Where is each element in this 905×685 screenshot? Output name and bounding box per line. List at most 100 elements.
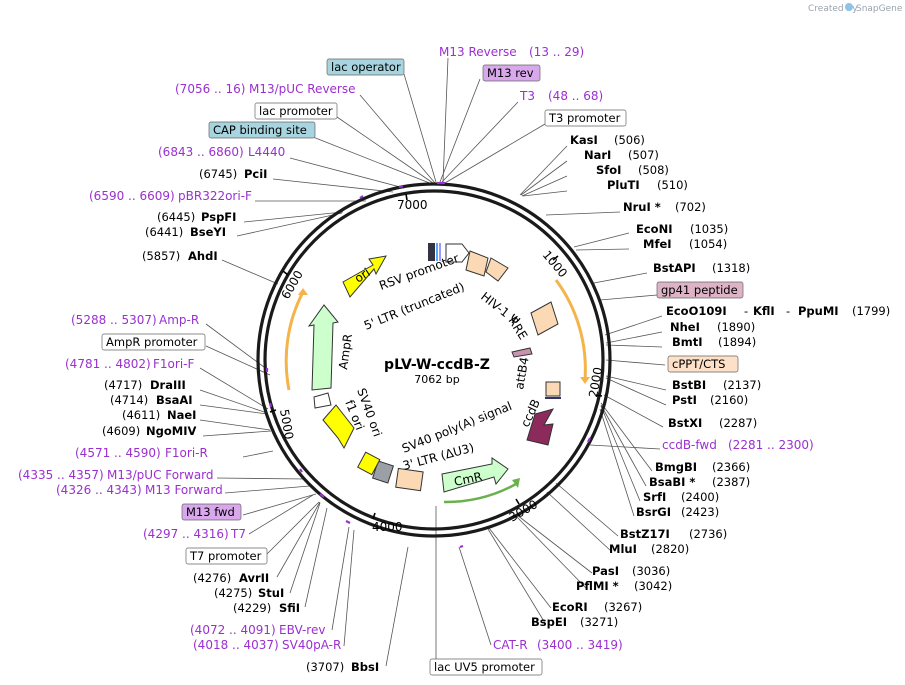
label-pflMI-pos: (3042): [634, 579, 672, 593]
label-pbr322ori: pBR322ori-F: [178, 189, 252, 203]
label-bseYI-pos: (6441): [145, 225, 183, 239]
label-bbsI-pos: (3707): [306, 660, 344, 674]
label-t7-primer-range: (4297 .. 4316): [143, 527, 229, 541]
label-stuI: StuI: [258, 586, 284, 600]
label-l4440: L4440: [248, 145, 285, 159]
label-bstXI: BstXI: [668, 416, 702, 430]
label-naeI: NaeI: [167, 408, 196, 422]
label-ecoO109I-sep: -: [744, 304, 748, 318]
label-sv40pa-r: SV40pA-R: [282, 638, 341, 652]
label-ecoO109I: EcoO109I: [666, 304, 727, 318]
label-pstI-pos: (2160): [710, 393, 748, 407]
label-bsrGI-pos: (2423): [681, 505, 719, 519]
label-kflI: KflI: [753, 304, 775, 318]
label-bstXI-pos: (2287): [719, 416, 757, 430]
label-lacuv5: lac UV5 promoter: [434, 660, 535, 674]
label-ahdI-pos: (5857): [142, 249, 180, 263]
label-sfoI: SfoI: [596, 163, 621, 177]
feature-rre-label: RRE: [505, 314, 530, 342]
label-pspFI-pos: (6445): [157, 210, 195, 224]
label-naeI-pos: (4611): [122, 408, 160, 422]
label-draIII: DraIII: [150, 378, 186, 392]
label-ccdb-fwd: ccdB-fwd: [662, 438, 717, 452]
label-bmtI-pos: (1894): [718, 335, 756, 349]
label-cat-r-range: (3400 .. 3419): [537, 638, 623, 652]
outer-labels: M13 Reverse (13 .. 29) lac operator M13 …: [18, 45, 890, 676]
label-sfoI-pos: (508): [638, 163, 669, 177]
plasmid-size: 7062 bp: [414, 373, 459, 386]
feature-ampr-label: AmpR: [336, 333, 355, 370]
label-m13fwd-feature: M13 fwd: [186, 505, 235, 519]
tick-4000: 4000: [372, 520, 403, 534]
label-bstZ17I: BstZ17I: [620, 527, 670, 541]
label-lac-promoter: lac promoter: [259, 104, 333, 118]
label-cppt: cPPT/CTS: [672, 357, 725, 371]
feature-arc-right-head: [580, 377, 590, 384]
label-bsaAI-pos: (4714): [110, 393, 148, 407]
box-t7-promoter: [185, 547, 268, 565]
label-ecoRI: EcoRI: [552, 600, 588, 614]
label-pstI: PstI: [672, 393, 697, 407]
label-srfI: SrfI: [643, 490, 666, 504]
snapgene-logo-icon: [845, 3, 853, 11]
label-m13puc-fwd-range: (4335 .. 4357): [18, 468, 104, 482]
label-nruI-pos: (702): [675, 200, 706, 214]
label-nheI-pos: (1890): [717, 320, 755, 334]
label-kasI-pos: (506): [614, 133, 645, 147]
label-pciI: PciI: [244, 167, 267, 181]
label-m13puc-rev-range: (7056 .. 16): [175, 82, 245, 96]
label-nheI: NheI: [670, 320, 700, 334]
tick-3000: 3000: [507, 497, 540, 524]
leader-lines: [199, 57, 667, 667]
label-gp41: gp41 peptide: [661, 283, 738, 297]
label-bspEI: BspEI: [531, 615, 567, 629]
label-sv40pa-r-range: (4018 .. 4037): [193, 638, 279, 652]
brand-text: SnapGene: [856, 4, 903, 14]
box-lac-promoter: [254, 102, 338, 120]
label-ampr-promoter: AmpR promoter: [106, 335, 198, 349]
label-lac-operator: lac operator: [331, 60, 401, 74]
label-bbsI: BbsI: [351, 660, 379, 674]
label-f1ori-r-range: (4571 .. 4590): [75, 446, 161, 460]
label-cat-r: CAT-R: [493, 638, 528, 652]
credit-text: Created by: [808, 4, 858, 14]
label-draIII-pos: (4717): [104, 378, 142, 392]
label-ngoMIV-pos: (4609): [102, 424, 140, 438]
label-m13puc-rev: M13/pUC Reverse: [249, 82, 356, 96]
label-bsaBI: BsaBI *: [649, 475, 695, 489]
tick-5000: 5000: [277, 408, 296, 441]
primer-marks: [265, 181, 591, 549]
feature-arc-right: [554, 279, 587, 381]
tick-7000: 7000: [397, 198, 428, 212]
label-pluTI-pos: (510): [657, 178, 688, 192]
label-mluI: MluI: [609, 542, 637, 556]
label-t3-primer: T3: [519, 89, 535, 103]
label-ecoRI-pos: (3267): [604, 600, 642, 614]
label-bstAPI-pos: (1318): [712, 261, 750, 275]
label-kflI-sep: -: [786, 304, 790, 318]
ruler-ticks: [269, 193, 603, 520]
label-bmtI: BmtI: [672, 335, 703, 349]
feature-shapes: [307, 243, 561, 493]
label-narI: NarI: [584, 148, 611, 162]
label-f1ori-f-range: (4781 .. 4802): [65, 357, 151, 371]
label-t3-primer-range: (48 .. 68): [548, 89, 603, 103]
label-avrII: AvrII: [239, 571, 269, 585]
label-sfiI-pos: (4229): [233, 601, 271, 615]
label-m13rev-primer: M13 Reverse: [439, 45, 517, 59]
backbone-inner-ring: [263, 189, 605, 531]
label-mfeI: MfeI: [643, 237, 672, 251]
label-pasI-pos: (3036): [632, 564, 670, 578]
label-pluTI: PluTI: [607, 178, 640, 192]
label-sfiI: SfiI: [279, 601, 300, 615]
label-pspFI: PspFI: [201, 210, 236, 224]
label-bspEI-pos: (3271): [580, 615, 618, 629]
label-pciI-pos: (6745): [199, 167, 237, 181]
label-pflMI: PflMI *: [576, 579, 619, 593]
box-lacuv5: [429, 658, 543, 676]
label-m13-forward: M13 Forward: [145, 483, 223, 497]
label-f1ori-r: F1ori-R: [165, 446, 208, 460]
feature-arc-bottom-head: [512, 478, 520, 488]
box-lac-operator: [326, 58, 405, 76]
